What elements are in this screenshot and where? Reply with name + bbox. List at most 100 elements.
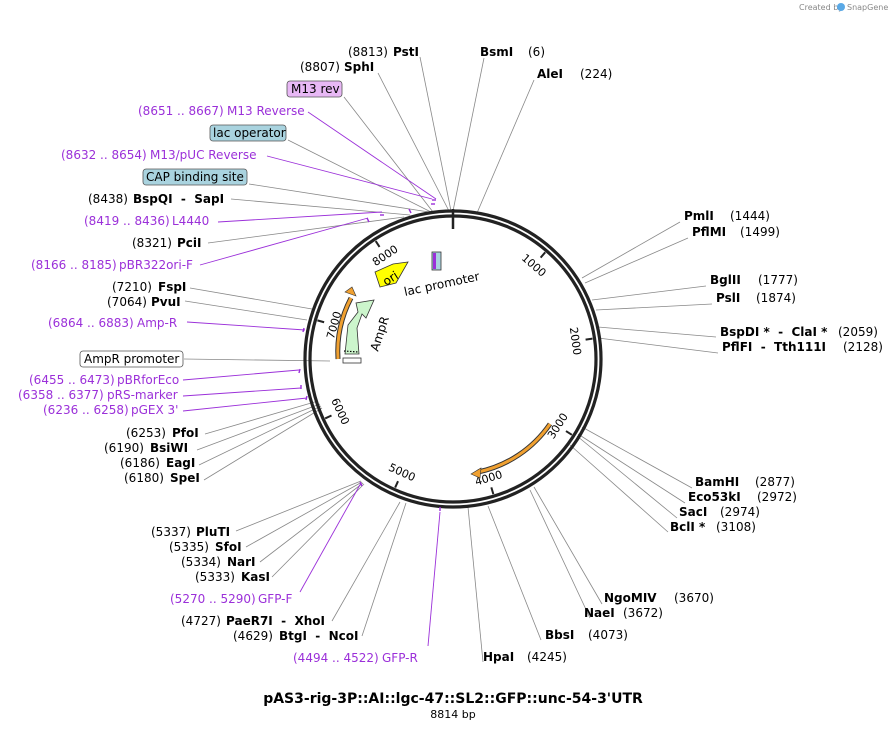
primer-position: (6455 .. 6473) <box>29 373 115 387</box>
enzyme-name: BspQI - SapI <box>133 192 224 206</box>
enzyme-name: SacI <box>679 505 707 519</box>
primer-position: (6864 .. 6883) <box>48 316 134 330</box>
enzyme-name: PstI <box>393 45 419 59</box>
ampr-promoter-mark <box>342 357 362 364</box>
primer-position: (5270 .. 5290) <box>170 592 256 606</box>
tick-mark <box>565 430 573 436</box>
primer-position: (8419 .. 8436) <box>84 214 170 228</box>
tick-label: 6000 <box>328 396 352 427</box>
enzyme-position: (3672) <box>623 606 663 620</box>
enzyme-name: PvuI <box>151 295 181 309</box>
enzyme-name: PciI <box>177 236 202 250</box>
watermark-brand: SnapGene <box>847 3 888 12</box>
primer-position: (8651 .. 8667) <box>138 104 224 118</box>
enzyme-name: PfoI <box>172 426 199 440</box>
plasmid-length: 8814 bp <box>430 708 475 721</box>
enzyme-position: (7064) <box>107 295 147 309</box>
enzyme-name: BclI * <box>670 520 706 534</box>
enzyme-name: SfoI <box>215 540 242 554</box>
enzyme-position: (7210) <box>112 280 152 294</box>
enzyme-position: (1874) <box>756 291 796 305</box>
orange-arrowhead-left <box>344 286 357 297</box>
primer-name: GFP-R <box>382 651 418 665</box>
tick-label: 2000 <box>567 326 584 356</box>
tick-mark <box>585 337 593 341</box>
cap-site-badge-text: CAP binding site <box>146 170 244 184</box>
enzyme-name: BbsI <box>545 628 574 642</box>
enzyme-position: (5334) <box>181 555 221 569</box>
primer-labels: (8651 .. 8667) M13 Reverse (8632 .. 8654… <box>18 104 418 665</box>
enzyme-position: (8807) <box>300 60 340 74</box>
enzyme-position: (4727) <box>181 614 221 628</box>
primer-position: (6358 .. 6377) <box>18 388 104 402</box>
enzyme-position: (1499) <box>740 225 780 239</box>
tick-label: 1000 <box>519 252 549 280</box>
enzyme-name: PmlI <box>684 209 714 223</box>
enzyme-position: (2972) <box>757 490 797 504</box>
tick-mark <box>490 487 495 495</box>
enzyme-position: (6186) <box>120 456 160 470</box>
enzyme-name: BsiWI <box>150 441 188 455</box>
enzyme-position: (2059) <box>838 325 878 339</box>
enzyme-name: BspDI * - ClaI * <box>720 325 828 339</box>
ampr-promoter-badge-text: AmpR promoter <box>84 352 179 366</box>
ori-arrow <box>374 261 409 288</box>
orange-arrow-right <box>477 423 552 474</box>
tick-mark <box>324 414 332 420</box>
ampr-arrow <box>344 299 375 355</box>
enzyme-position: (4073) <box>588 628 628 642</box>
enzyme-name: BglII <box>710 273 741 287</box>
primer-name: pGEX 3' <box>131 403 178 417</box>
enzyme-name: PslI <box>716 291 740 305</box>
enzyme-name: PluTI <box>196 525 230 539</box>
enzyme-position: (6180) <box>124 471 164 485</box>
primer-position: (6236 .. 6258) <box>43 403 129 417</box>
primer-name: pRS-marker <box>107 388 178 402</box>
enzyme-name: BamHI <box>695 475 739 489</box>
enzyme-position: (6) <box>528 45 545 59</box>
enzyme-name: Eco53kI <box>688 490 741 504</box>
plasmid-name: pAS3-rig-3P::AI::lgc-47::SL2::GFP::unc-5… <box>263 691 643 707</box>
lac-primer-mark <box>433 253 436 269</box>
orange-arrowhead-right <box>470 467 482 479</box>
primer-site-marks <box>298 199 441 511</box>
primer-position: (4494 .. 4522) <box>293 651 379 665</box>
enzyme-position: (4629) <box>233 629 273 643</box>
orange-arrow-right-outline <box>477 422 553 475</box>
tick-mark <box>394 480 399 488</box>
enzyme-name: HpaI <box>483 650 514 664</box>
enzyme-position: (3108) <box>716 520 756 534</box>
primer-position: (8632 .. 8654) <box>61 148 147 162</box>
enzyme-name: SphI <box>344 60 374 74</box>
primer-name: pBRforEco <box>117 373 179 387</box>
enzyme-name: PflMI <box>692 225 726 239</box>
enzyme-position: (5337) <box>151 525 191 539</box>
enzyme-name: PflFI - Tth111I <box>722 340 826 354</box>
leader-lines <box>183 56 719 663</box>
tick-mark <box>374 240 381 248</box>
primer-position: (8166 .. 8185) <box>31 258 117 272</box>
enzyme-position: (6190) <box>104 441 144 455</box>
enzyme-name: NaeI <box>584 606 615 620</box>
enzyme-name: BsmI <box>480 45 513 59</box>
primer-leader-lines <box>182 111 441 647</box>
enzyme-position: (8438) <box>88 192 128 206</box>
ampr-dotted <box>343 350 359 353</box>
orange-arrow-left <box>336 297 353 360</box>
enzyme-position: (2128) <box>843 340 883 354</box>
enzyme-position: (4245) <box>527 650 567 664</box>
enzyme-position: (5333) <box>195 570 235 584</box>
enzyme-name: NarI <box>227 555 256 569</box>
right-enzyme-labels: BsmI (6) AleI (224) PmlI (1444) PflMI (1… <box>480 45 883 664</box>
enzyme-name: BtgI - NcoI <box>279 629 359 643</box>
primer-name: M13/pUC Reverse <box>150 148 257 162</box>
enzyme-name: NgoMIV <box>604 591 657 605</box>
m13-rev-badge <box>286 80 343 98</box>
enzyme-position: (1777) <box>758 273 798 287</box>
enzyme-position: (2877) <box>755 475 795 489</box>
enzyme-name: SpeI <box>170 471 200 485</box>
primer-name: Amp-R <box>137 316 177 330</box>
ampr-label: AmpR <box>368 314 392 352</box>
enzyme-position: (3670) <box>674 591 714 605</box>
